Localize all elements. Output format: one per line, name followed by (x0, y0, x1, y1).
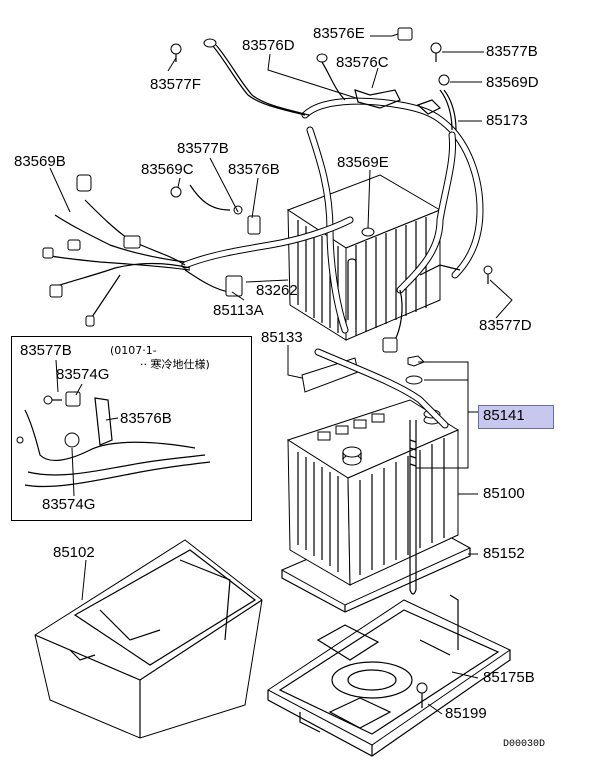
top-small-parts (170, 27, 450, 115)
harness-cables (181, 44, 484, 341)
label-85152[interactable]: 85152 (483, 545, 525, 562)
inset-label-83577b[interactable]: 83577B (20, 342, 72, 359)
label-85100[interactable]: 85100 (483, 485, 525, 502)
inset-label-83574g-top[interactable]: 83574G (56, 366, 110, 383)
label-85102[interactable]: 85102 (53, 544, 95, 561)
label-83576c[interactable]: 83576C (336, 54, 389, 71)
inset-drawing (16, 391, 211, 488)
label-85141[interactable]: 85141 (483, 407, 525, 424)
label-83569b[interactable]: 83569B (14, 153, 66, 170)
label-83577f[interactable]: 83577F (150, 76, 201, 93)
upper-battery-assembly (286, 174, 442, 341)
label-83577b-top[interactable]: 83577B (486, 43, 538, 60)
drawing-code: D00030D (503, 739, 546, 750)
inset-label-83576b[interactable]: 83576B (120, 410, 172, 427)
inset-frame (11, 336, 252, 521)
label-83569e[interactable]: 83569E (337, 154, 389, 171)
inset-label-83574g-bottom[interactable]: 83574G (42, 496, 96, 513)
battery-85100 (286, 399, 460, 586)
label-83576b-mid[interactable]: 83576B (228, 161, 280, 178)
battery-case-85102 (34, 539, 263, 739)
label-85133[interactable]: 85133 (261, 329, 303, 346)
label-83577d[interactable]: 83577D (479, 317, 532, 334)
label-83262[interactable]: 83262 (256, 282, 298, 299)
label-83577b-mid[interactable]: 83577B (177, 140, 229, 157)
inset-note-line2: ·· 寒冷地仕様) (140, 358, 210, 371)
battery-tray-85175b (267, 594, 511, 757)
inset-note-line1: (0107·1- (110, 344, 157, 357)
label-83569d[interactable]: 83569D (486, 74, 539, 91)
right-fasteners (382, 265, 493, 708)
label-85199[interactable]: 85199 (445, 705, 487, 722)
label-85175b[interactable]: 85175B (483, 669, 535, 686)
label-83569c[interactable]: 83569C (141, 161, 194, 178)
label-83576e[interactable]: 83576E (313, 25, 365, 42)
highlight-85141 (478, 405, 554, 429)
left-harness (42, 174, 261, 327)
leader-lines (49, 33, 513, 715)
label-83576d[interactable]: 83576D (242, 37, 295, 54)
hold-down-85133 (301, 348, 449, 595)
label-85173[interactable]: 85173 (486, 112, 528, 129)
label-85113a[interactable]: 85113A (213, 302, 264, 319)
